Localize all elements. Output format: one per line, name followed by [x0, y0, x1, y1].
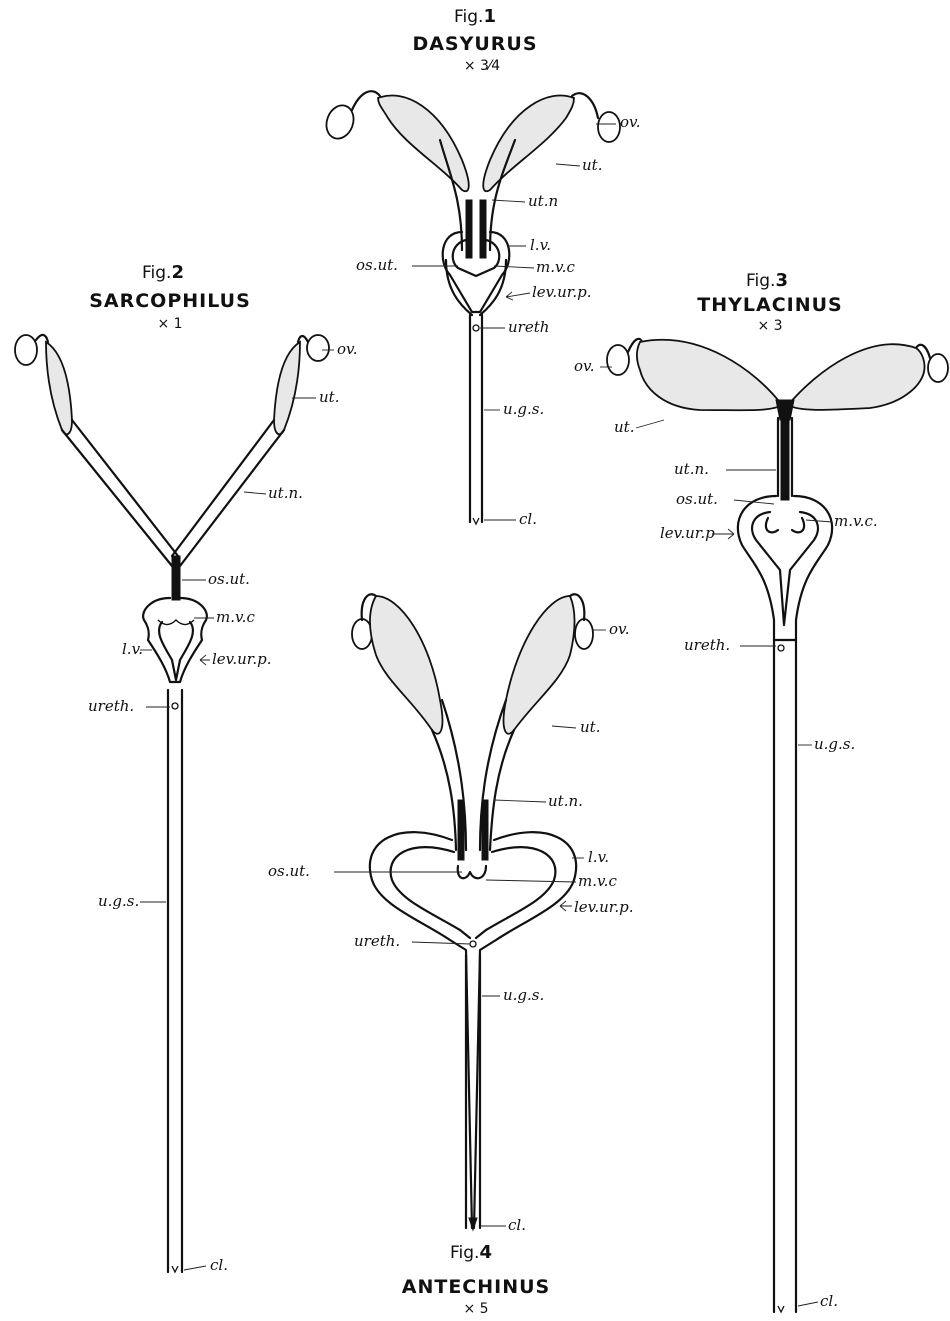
fig2-label-levurp: lev.ur.p. [212, 650, 271, 668]
fig1-lateral-vaginae [443, 232, 510, 312]
fig1-label-ureth: ureth [508, 318, 549, 336]
fig4-genus: ANTECHINUS [402, 1276, 550, 1298]
fig1-ovary-right [598, 112, 620, 142]
fig2-label-ureth: ureth. [88, 697, 134, 715]
fig4-label-levurp: lev.ur.p. [574, 898, 633, 916]
fig2-label-cl: cl. [210, 1256, 228, 1274]
fig4-label-lv: l.v. [588, 848, 609, 866]
fig4-label-ov: ov. [609, 620, 630, 638]
fig4-ovary-right [575, 619, 593, 649]
fig1-label-levurp: lev.ur.p. [532, 283, 591, 301]
figure-2: Fig.2 SARCOPHILUS × 1 ov. ut. [15, 262, 358, 1274]
fig3-caption: Fig.3 [746, 270, 788, 291]
fig2-label-lv: l.v. [122, 640, 143, 658]
fig1-label-ov: ov. [620, 113, 641, 131]
fig1-genus: DASYURUS [412, 33, 537, 55]
fig4-uterus-left [370, 596, 442, 734]
fig1-label-cl: cl. [519, 510, 537, 528]
fig2-label-ov: ov. [337, 340, 358, 358]
fig2-label-ugs: u.g.s. [98, 892, 139, 910]
fig3-label-levurp: lev.ur.p [660, 524, 715, 542]
fig3-genus: THYLACINUS [697, 294, 842, 316]
fig4-label-cl: cl. [508, 1216, 526, 1234]
fig2-label-utn: ut.n. [268, 484, 303, 502]
fig1-drawing [322, 91, 620, 524]
fig1-uterus-right [483, 96, 574, 192]
fig2-label-mvc: m.v.c [216, 608, 255, 626]
fig3-magnification: × 3 [757, 318, 782, 334]
fig3-label-ut: ut. [614, 418, 634, 436]
fig1-label-ugs: u.g.s. [503, 400, 544, 418]
fig3-uterus-right [788, 344, 925, 410]
fig2-magnification: × 1 [157, 316, 182, 332]
fig3-label-osut: os.ut. [676, 490, 718, 508]
fig4-label-osut: os.ut. [268, 862, 310, 880]
fig4-label-ureth: ureth. [354, 932, 400, 950]
fig4-label-utn: ut.n. [548, 792, 583, 810]
figure-1: Fig.1 DASYURUS × 3⁄4 [322, 6, 641, 528]
fig1-label-lv: l.v. [530, 236, 551, 254]
fig3-label-utn: ut.n. [674, 460, 709, 478]
fig4-caption: Fig.4 [450, 1242, 492, 1263]
fig4-uterus-right [504, 596, 575, 734]
fig3-label-mvc: m.v.c. [834, 512, 878, 530]
fig4-label-ugs: u.g.s. [503, 986, 544, 1004]
fig4-magnification: × 5 [463, 1301, 488, 1317]
fig1-label-ut: ut. [582, 156, 602, 174]
fig2-genus: SARCOPHILUS [89, 290, 251, 312]
fig3-label-ugs: u.g.s. [814, 735, 855, 753]
fig4-drawing [352, 594, 593, 1230]
fig1-uterus-left [378, 96, 469, 192]
fig3-label-ureth: ureth. [684, 636, 730, 654]
figure-4: Fig.4 ANTECHINUS × 5 ov. ut. [268, 594, 633, 1317]
fig1-magnification: × 3⁄4 [464, 58, 500, 74]
fig1-label-utn: ut.n [528, 192, 558, 210]
fig4-label-mvc: m.v.c [578, 872, 617, 890]
fig4-ovary-left [352, 619, 372, 649]
fig2-label-ut: ut. [319, 388, 339, 406]
fig2-ovary-right [307, 335, 329, 361]
fig1-label-mvc: m.v.c [536, 258, 575, 276]
fig3-uterus-left [637, 340, 782, 410]
fig2-drawing [15, 335, 329, 1272]
fig1-caption: Fig.1 [454, 6, 496, 27]
fig2-label-osut: os.ut. [208, 570, 250, 588]
fig3-label-cl: cl. [820, 1292, 838, 1310]
fig2-ovary-left [15, 335, 37, 365]
fig2-uterus-left [46, 342, 72, 434]
fig3-ovary-left [607, 345, 629, 375]
figure-3: Fig.3 THYLACINUS × 3 ov. ut. ut.n. [574, 270, 948, 1312]
fig4-label-ut: ut. [580, 718, 600, 736]
fig2-caption: Fig.2 [142, 262, 184, 283]
fig3-label-ov: ov. [574, 357, 595, 375]
fig2-uterus-right [274, 342, 300, 434]
fig1-label-osut: os.ut. [356, 256, 398, 274]
fig3-drawing [607, 339, 948, 1312]
